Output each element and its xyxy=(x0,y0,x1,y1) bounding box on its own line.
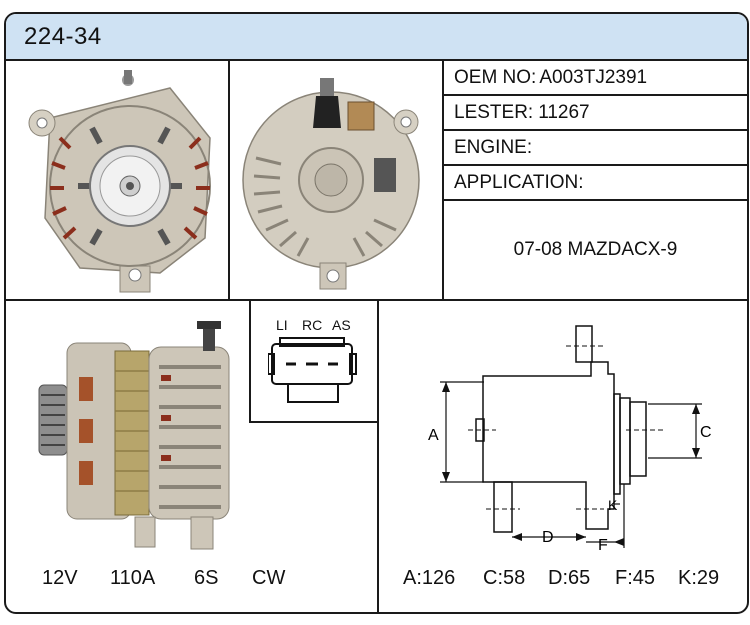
engine-row: ENGINE: xyxy=(444,138,747,157)
dim-c: C:58 xyxy=(483,567,526,589)
drawing-label-a: A xyxy=(428,427,439,444)
drawing-label-k: K xyxy=(608,497,618,513)
oem-value: A003TJ2391 xyxy=(539,67,648,88)
dim-a: A:126 xyxy=(403,567,456,589)
oem-label: OEM NO: xyxy=(454,67,537,88)
alternator-front-photo xyxy=(28,70,211,293)
spec-amperage: 110A xyxy=(110,567,156,589)
dim-f: F:45 xyxy=(615,567,656,589)
pin-label-as: AS xyxy=(332,317,351,333)
dim-k: K:29 xyxy=(678,567,720,589)
divider-info-2 xyxy=(444,129,747,131)
drawing-label-f: F xyxy=(598,537,608,554)
divider-connector-bottom xyxy=(249,421,377,423)
alternator-rear-photo xyxy=(242,78,420,290)
spec-pulley: 6S xyxy=(194,567,219,589)
lester-label: LESTER: xyxy=(454,102,534,123)
part-number-title: 224-34 xyxy=(24,23,102,50)
product-card: 224-34 OEM NO:A003TJ2391 LESTER:11267 EN… xyxy=(4,12,749,614)
pin-label-rc: RC xyxy=(302,317,323,333)
header-bar: 224-34 xyxy=(6,14,747,61)
alternator-side-photo xyxy=(38,321,230,550)
pin-label-li: LI xyxy=(276,317,288,333)
connector-diagram xyxy=(268,337,357,403)
dim-d: D:65 xyxy=(548,567,591,589)
spec-voltage: 12V xyxy=(42,567,78,589)
divider-info-1 xyxy=(444,94,747,96)
application-value: 07-08 MAZDACX-9 xyxy=(513,239,678,260)
divider-vertical-bottom xyxy=(377,301,379,612)
engine-label: ENGINE: xyxy=(454,137,533,158)
divider-info-4 xyxy=(444,199,747,201)
divider-horizontal-main xyxy=(6,299,747,301)
application-label: APPLICATION: xyxy=(454,172,584,193)
divider-connector-left xyxy=(249,301,251,422)
dimension-drawing: A C D F K xyxy=(428,325,712,554)
divider-vertical-top-right xyxy=(442,59,444,299)
application-row: APPLICATION: xyxy=(444,173,747,192)
lester-value: 11267 xyxy=(538,102,590,123)
oem-row: OEM NO:A003TJ2391 xyxy=(444,68,747,87)
divider-info-3 xyxy=(444,164,747,166)
spec-rotation: CW xyxy=(252,567,286,589)
lester-row: LESTER:11267 xyxy=(444,103,747,122)
divider-vertical-top-left xyxy=(228,59,230,299)
drawing-label-d: D xyxy=(542,529,554,546)
drawing-label-c: C xyxy=(700,424,712,441)
